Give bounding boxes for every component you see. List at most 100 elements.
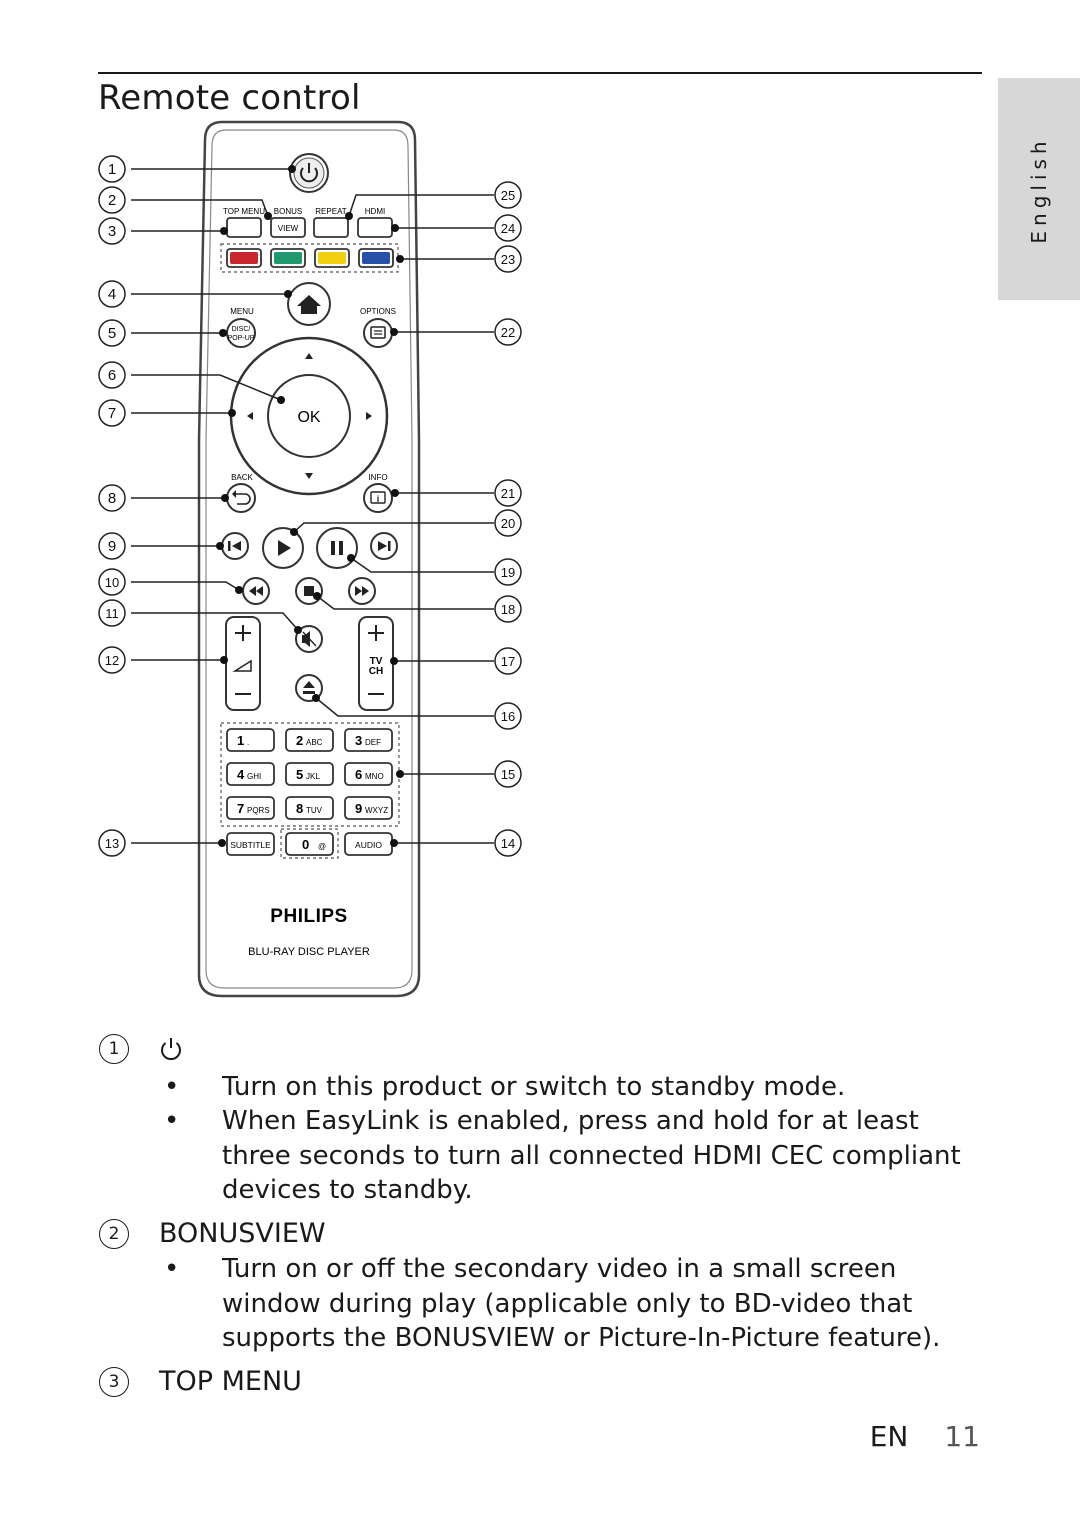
color-key-2-button[interactable] (270, 248, 306, 268)
audio-key-label: AUDIO (355, 840, 382, 850)
svg-text:18: 18 (501, 602, 515, 617)
back-button[interactable] (226, 483, 256, 513)
svg-text:25: 25 (501, 188, 515, 203)
svg-text:6: 6 (108, 367, 116, 384)
digit-letters: TUV (306, 806, 323, 815)
svg-text:17: 17 (501, 654, 515, 669)
subtitle-button[interactable]: SUBTITLE (226, 832, 275, 856)
item-1-bullet-2: When EasyLink is enabled, press and hold… (222, 1106, 961, 1205)
navigation-pad[interactable]: OK (229, 336, 389, 496)
power-button[interactable] (289, 153, 329, 193)
page-number: 11 (944, 1420, 980, 1453)
right-callout-23: 23 (494, 245, 522, 273)
left-arrow-icon[interactable] (247, 412, 253, 420)
color-key-4-button[interactable] (358, 248, 394, 268)
right-callout-19: 19 (494, 558, 522, 586)
disc-popup-button[interactable]: DISC/ POP-UP (226, 318, 256, 348)
zero-button[interactable]: 0 @ (285, 832, 334, 856)
digit-letters: GHI (247, 772, 261, 781)
svg-text:8: 8 (108, 490, 116, 507)
stop-button[interactable] (295, 577, 323, 605)
digit-letters: JKL (306, 772, 320, 781)
left-callout-7: 7 (98, 399, 126, 427)
digit-label: 5 (296, 767, 303, 782)
svg-text:4: 4 (108, 286, 116, 303)
color-keys (226, 248, 394, 268)
page-title: Remote control (98, 78, 361, 118)
fast-forward-button[interactable] (348, 577, 376, 605)
color-key-3-button[interactable] (314, 248, 350, 268)
right-callout-14: 14 (494, 829, 522, 857)
digit-label: 7 (237, 801, 244, 816)
home-button[interactable] (287, 282, 331, 326)
digit-letters: DEF (365, 738, 381, 747)
options-button[interactable] (363, 318, 393, 348)
digit-1-button[interactable]: 1. (226, 728, 275, 752)
previous-button[interactable] (221, 532, 249, 560)
right-arrow-icon[interactable] (366, 412, 372, 420)
digit-letters: PQRS (247, 806, 270, 815)
left-callout-5: 5 (98, 319, 126, 347)
info-button[interactable]: i (363, 483, 393, 513)
tv-channel-rocker[interactable]: TV CH (358, 616, 394, 711)
digit-label: 6 (355, 767, 362, 782)
model-label: BLU-RAY DISC PLAYER (248, 946, 370, 958)
hdmi-button[interactable] (357, 217, 393, 238)
digit-letters: WXYZ (365, 806, 388, 815)
subtitle-key-label: SUBTITLE (230, 840, 271, 850)
up-arrow-icon[interactable] (305, 353, 313, 359)
info-icon: i (377, 494, 380, 504)
item-number: 3 (99, 1366, 129, 1397)
svg-text:1: 1 (108, 161, 116, 178)
color-key-1-button[interactable] (226, 248, 262, 268)
svg-text:14: 14 (501, 836, 515, 851)
next-button[interactable] (370, 532, 398, 560)
page-footer: EN 11 (870, 1420, 980, 1453)
svg-text:21: 21 (501, 486, 515, 501)
left-callout-8: 8 (98, 484, 126, 512)
bullet-marker: • (164, 1106, 180, 1136)
item-number: 1 (99, 1034, 129, 1064)
svg-text:7: 7 (108, 405, 116, 422)
digit-label: 4 (237, 767, 245, 782)
back-key-label: BACK (231, 473, 253, 482)
bullet-marker: • (164, 1072, 180, 1102)
volume-rocker[interactable] (225, 616, 261, 711)
down-arrow-icon[interactable] (305, 473, 313, 479)
left-callout-10: 10 (98, 568, 126, 596)
rewind-button[interactable] (242, 577, 270, 605)
svg-text:11: 11 (105, 606, 119, 621)
zero-digit: 0 (302, 837, 309, 852)
svg-text:19: 19 (501, 565, 515, 580)
repeat-button[interactable] (313, 217, 349, 238)
digit-label: 3 (355, 733, 362, 748)
item-1-bullet-1: Turn on this product or switch to standb… (222, 1072, 846, 1102)
remote-control-diagram: TOP MENU BONUS REPEAT HDMI VIEW MENU OPT… (98, 120, 522, 998)
menu-key-label: MENU (230, 307, 254, 316)
mute-button[interactable] (295, 625, 323, 653)
bullet-marker: • (164, 1254, 180, 1284)
info-key-label: INFO (368, 473, 387, 482)
item-2-bullet-1: Turn on or off the secondary video in a … (222, 1254, 941, 1353)
audio-button[interactable]: AUDIO (344, 832, 393, 856)
play-button[interactable] (262, 527, 304, 569)
language-side-tab: English (998, 78, 1080, 300)
brand-logo: PHILIPS (270, 906, 347, 927)
item-number: 2 (99, 1218, 129, 1249)
digit-label: 8 (296, 801, 303, 816)
top-menu-button[interactable] (226, 217, 262, 238)
right-callout-20: 20 (494, 509, 522, 537)
left-callout-11: 11 (98, 599, 126, 627)
bonusview-button[interactable] (270, 217, 306, 238)
right-callout-18: 18 (494, 595, 522, 623)
